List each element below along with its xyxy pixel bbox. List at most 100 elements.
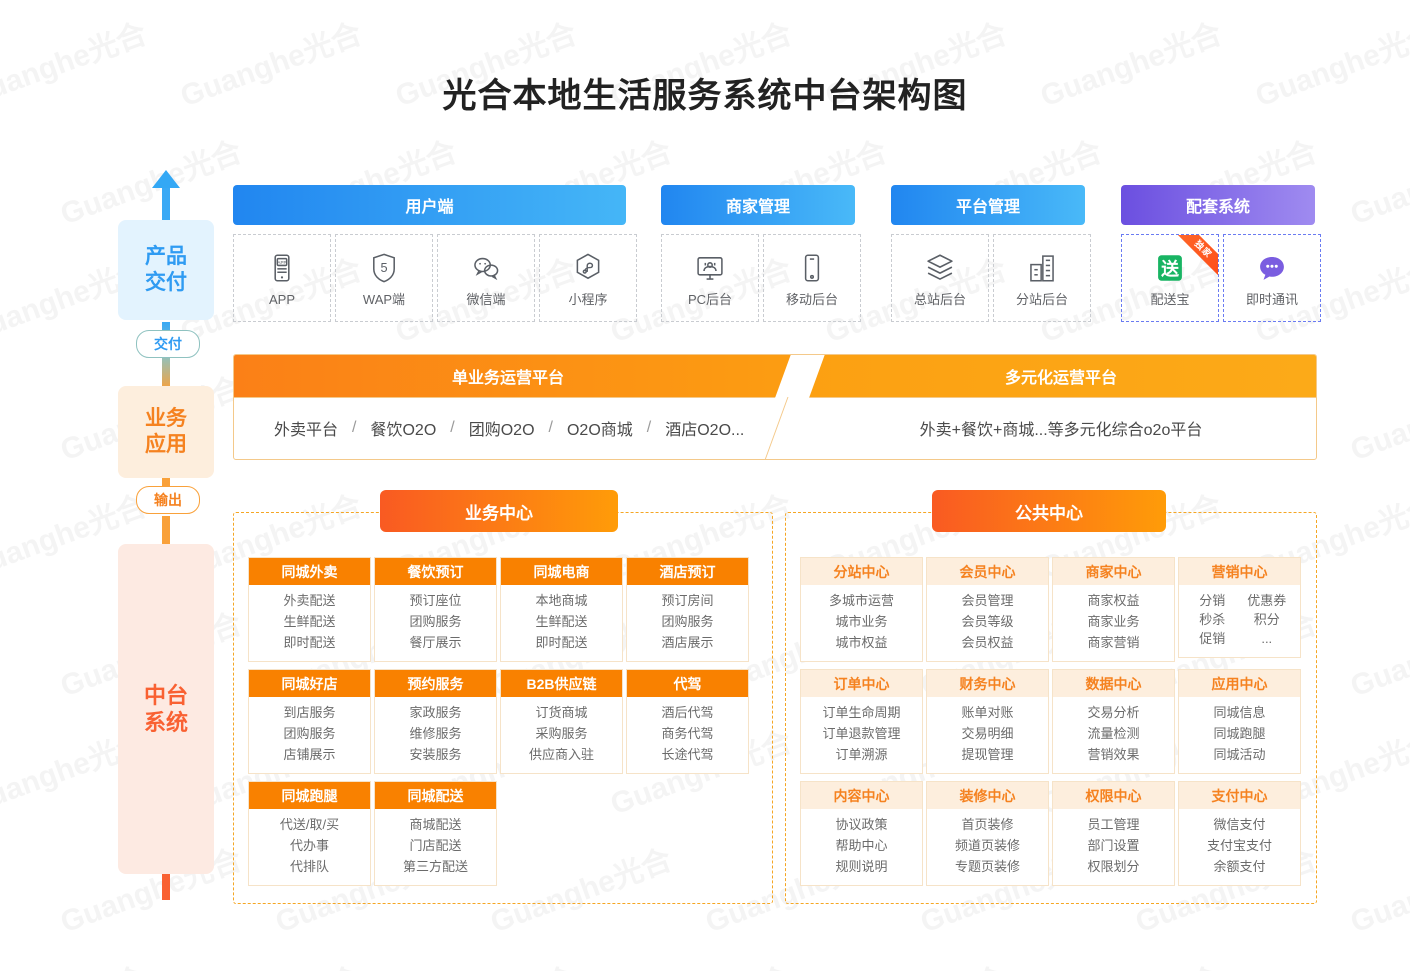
center-card-数据中心[interactable]: 数据中心交易分析流量检测营销效果: [1052, 669, 1175, 774]
svg-text:5: 5: [380, 260, 387, 275]
center-card-items: 协议政策帮助中心规则说明: [801, 809, 922, 885]
center-card-财务中心[interactable]: 财务中心账单对账交易明细提现管理: [926, 669, 1049, 774]
page-title: 光合本地生活服务系统中台架构图: [442, 77, 968, 115]
center-card-item: 餐厅展示: [409, 634, 462, 650]
rail-connector-line: [162, 516, 170, 562]
product-tile-分站后台[interactable]: 分站后台: [993, 234, 1091, 322]
center-card-item: 城市业务: [835, 613, 888, 629]
center-card-item: 订单溯源: [835, 746, 888, 762]
center-card-title: 酒店预订: [627, 558, 748, 585]
center-card-item: 预订座位: [409, 593, 462, 608]
center-card-同城外卖[interactable]: 同城外卖外卖配送生鲜配送即时配送: [248, 557, 371, 662]
center-card-item: 交易分析: [1087, 705, 1140, 720]
center-card-title: 会员中心: [927, 558, 1048, 585]
center-card-同城好店[interactable]: 同城好店到店服务团购服务店铺展示: [248, 669, 371, 774]
single-business-platform-title: 单业务运营平台: [451, 370, 564, 387]
item-separator: /: [352, 419, 357, 436]
center-card-item: 订单退款管理: [822, 725, 901, 741]
item-separator: /: [646, 419, 652, 436]
product-tile-移动后台[interactable]: 移动后台: [763, 234, 861, 322]
product-tile-label: 配送宝: [1150, 291, 1190, 307]
single-platform-item: 餐饮O2O: [370, 422, 437, 439]
center-card-item: 维修服务: [409, 725, 462, 741]
center-card-item: 优惠券: [1247, 593, 1287, 608]
product-tile-label: PC后台: [687, 291, 733, 307]
center-card-item: 会员管理: [961, 593, 1014, 608]
html5-shield-icon: 5: [367, 251, 401, 285]
buildings-icon: [1025, 251, 1059, 285]
mobile-phone-icon: [795, 251, 829, 285]
center-card-item: 第三方配送: [402, 858, 468, 874]
center-card-应用中心[interactable]: 应用中心同城信息同城跑腿同城活动: [1178, 669, 1301, 774]
center-card-B2B供应链[interactable]: B2B供应链订货商城采购服务供应商入驻: [500, 669, 623, 774]
product-group-tiles-配套系统: 送配送宝独家 即时通讯: [1121, 234, 1325, 322]
center-card-item: 交易明细: [961, 725, 1014, 741]
center-card-支付中心[interactable]: 支付中心微信支付支付宝支付余额支付: [1178, 781, 1301, 886]
product-tile-小程序[interactable]: 小程序: [539, 234, 637, 322]
center-card-商家中心[interactable]: 商家中心商家权益商家业务商家营销: [1052, 557, 1175, 662]
product-tile-配送宝[interactable]: 送配送宝独家: [1121, 234, 1219, 322]
center-card-酒店预订[interactable]: 酒店预订预订房间团购服务酒店展示: [626, 557, 749, 662]
center-card-item: 商家权益: [1087, 593, 1140, 608]
product-tile-总站后台[interactable]: 总站后台: [891, 234, 989, 322]
center-card-items: 分销优惠券秒杀积分促销...: [1179, 585, 1300, 657]
center-card-title: 商家中心: [1053, 558, 1174, 585]
center-card-item: 订单生命周期: [822, 705, 901, 720]
center-card-items: 微信支付支付宝支付余额支付: [1179, 809, 1300, 885]
product-group-tiles-商家管理: PC后台 移动后台: [661, 234, 865, 322]
center-card-同城配送[interactable]: 同城配送商城配送门店配送第三方配送: [374, 781, 497, 886]
center-card-代驾[interactable]: 代驾酒后代驾商务代驾长途代驾: [626, 669, 749, 774]
center-card-item: 订货商城: [535, 705, 588, 720]
center-card-装修中心[interactable]: 装修中心首页装修频道页装修专题页装修: [926, 781, 1049, 886]
center-card-item: 秒杀: [1199, 611, 1226, 627]
center-card-title: 餐饮预订: [375, 558, 496, 585]
center-card-item: 代排队: [289, 858, 329, 874]
rail-connector-line: [162, 188, 170, 228]
product-tile-PC后台[interactable]: PC后台: [661, 234, 759, 322]
center-card-item: 团购服务: [661, 613, 714, 629]
delivery-song-icon: 送: [1153, 251, 1187, 285]
center-card-订单中心[interactable]: 订单中心订单生命周期订单退款管理订单溯源: [800, 669, 923, 774]
center-card-预约服务[interactable]: 预约服务家政服务维修服务安装服务: [374, 669, 497, 774]
product-tile-微信端[interactable]: 微信端: [437, 234, 535, 322]
center-card-items: 代送/取/买代办事代排队: [249, 809, 370, 885]
center-card-item: 部门设置: [1087, 837, 1140, 853]
center-card-同城跑腿[interactable]: 同城跑腿代送/取/买代办事代排队: [248, 781, 371, 886]
center-card-title: 权限中心: [1053, 782, 1174, 809]
center-card-内容中心[interactable]: 内容中心协议政策帮助中心规则说明: [800, 781, 923, 886]
center-card-分站中心[interactable]: 分站中心多城市运营城市业务城市权益: [800, 557, 923, 662]
product-tile-label: 小程序: [568, 291, 608, 307]
svg-text:送: 送: [1161, 257, 1179, 278]
center-card-会员中心[interactable]: 会员中心会员管理会员等级会员权益: [926, 557, 1049, 662]
center-card-item: 员工管理: [1087, 817, 1140, 832]
product-tile-即时通讯[interactable]: 即时通讯: [1223, 234, 1321, 322]
center-card-title: 财务中心: [927, 670, 1048, 697]
center-card-item: 家政服务: [409, 705, 462, 720]
product-group-header-配套系统: 配套系统: [1121, 185, 1315, 225]
center-card-item: ...: [1261, 630, 1273, 646]
center-card-item: 会员权益: [961, 634, 1014, 650]
center-card-item: 团购服务: [283, 725, 336, 741]
product-group-header-商家管理: 商家管理: [661, 185, 855, 225]
center-card-item: 预订房间: [661, 593, 714, 608]
center-card-title: B2B供应链: [501, 670, 622, 697]
center-card-item: 帮助中心: [835, 837, 888, 853]
center-card-item: 权限划分: [1087, 858, 1140, 874]
center-card-餐饮预订[interactable]: 餐饮预订预订座位团购服务餐厅展示: [374, 557, 497, 662]
product-tile-APP[interactable]: APP APP: [233, 234, 331, 322]
center-card-营销中心[interactable]: 营销中心分销优惠券秒杀积分促销...: [1178, 557, 1301, 658]
center-card-item: 采购服务: [535, 725, 588, 741]
center-card-item: 本地商城: [535, 593, 588, 608]
rail-connector-交付: 交付: [136, 330, 200, 358]
center-card-item: 商家营销: [1087, 634, 1140, 650]
center-card-item: 即时配送: [283, 634, 336, 650]
center-card-权限中心[interactable]: 权限中心员工管理部门设置权限划分: [1052, 781, 1175, 886]
center-card-同城电商[interactable]: 同城电商本地商城生鲜配送即时配送: [500, 557, 623, 662]
rail-connector-line: [162, 356, 170, 390]
center-card-items: 同城信息同城跑腿同城活动: [1179, 697, 1300, 773]
center-card-item: 到店服务: [283, 705, 336, 720]
center-card-title: 分站中心: [801, 558, 922, 585]
chat-bubble-icon: [1255, 251, 1289, 285]
center-card-title: 同城配送: [375, 782, 496, 809]
